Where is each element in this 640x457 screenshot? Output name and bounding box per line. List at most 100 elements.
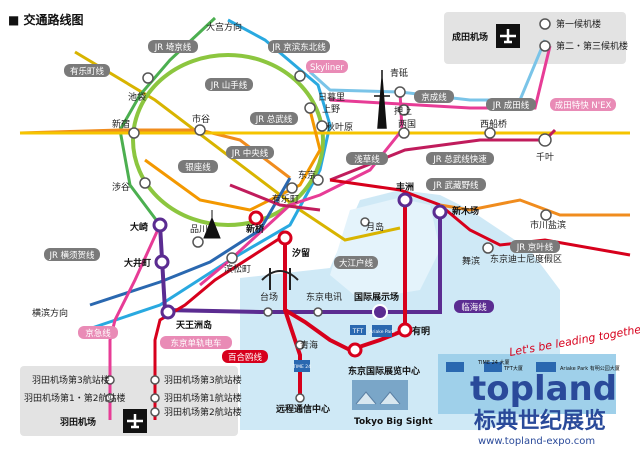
dot-shiodome[interactable] (277, 230, 293, 246)
harbor-island (330, 198, 440, 300)
dot-haneda-mono-t1[interactable] (150, 393, 160, 403)
pill-keisei: 京成线 (421, 92, 447, 103)
label-big-sight-station: 东京国际展览中心 (348, 365, 420, 377)
narita-plane-icon (496, 24, 520, 48)
dot-nishifunabashi[interactable] (484, 127, 496, 139)
dot-oimachi[interactable] (154, 254, 170, 270)
dot-ichikawa[interactable] (540, 209, 552, 221)
label-ariake: 有明 (412, 325, 430, 337)
label-shibuya: 涉谷 (112, 181, 130, 193)
dot-haneda-keikyu-t3[interactable] (105, 375, 115, 385)
ginza-line (144, 109, 322, 212)
dot-osaki[interactable] (152, 217, 168, 233)
pill-rinkai: 临海线 (461, 302, 487, 313)
dot-yurakucho[interactable] (286, 182, 298, 194)
label-narita-t1: 第一候机楼 (556, 18, 601, 30)
dot-shinbashi[interactable] (248, 210, 264, 226)
dot-telecom[interactable] (313, 307, 323, 317)
dot-haneda-keikyu-t12[interactable] (105, 393, 115, 403)
dot-ariake[interactable] (397, 322, 413, 338)
label-odaiba: 台场 (260, 291, 278, 303)
label-narita-t23: 第二・第三候机楼 (556, 40, 628, 52)
dot-telecom-center[interactable] (295, 393, 305, 403)
major-stations (152, 192, 448, 320)
dot-aoto[interactable] (394, 86, 406, 98)
label-shinagawa: 品川 (190, 224, 208, 235)
dot-toyosu[interactable] (397, 192, 413, 208)
label-haneda-mono-t1: 羽田机场第1航站楼 (164, 392, 242, 404)
dot-shinjuku[interactable] (128, 127, 140, 139)
label-nippori: 日暮里 (318, 91, 345, 103)
musashino-line (439, 198, 630, 217)
dot-ueno[interactable] (304, 102, 316, 114)
label-shinbashi: 新桥 (246, 223, 265, 235)
label-osaki: 大崎 (130, 221, 148, 233)
yamanote-loop (131, 53, 325, 227)
dot-haneda-mono-t3[interactable] (150, 375, 160, 385)
label-kokusai-tenjijo: 国际展示场 (354, 291, 399, 303)
pill-yurakucho: 有乐町线 (70, 66, 105, 77)
pill-yurikamome: 百合鸥线 (228, 352, 263, 363)
label-telecom: 东京电讯 (306, 291, 342, 303)
haneda-box (20, 366, 238, 436)
label-akihabara: 秋叶原 (326, 121, 353, 133)
dot-ichigaya[interactable] (194, 124, 206, 136)
pill-jr-saikyo: JR 埼京线 (154, 42, 192, 53)
label-ichigaya: 市谷 (192, 113, 210, 125)
yurikamome-line (283, 200, 407, 353)
label-hamamatsucho: 滨松町 (224, 263, 251, 275)
label-nishifunabashi: 西船桥 (480, 118, 507, 130)
pill-jr-chuo: JR 中央线 (231, 148, 269, 159)
pill-nex: 成田特快 N'EX (555, 100, 612, 111)
dot-ryogoku[interactable] (398, 127, 410, 139)
dot-kokusai-tenjijo[interactable] (372, 304, 388, 320)
label-yurakucho: 有乐町 (272, 193, 299, 205)
dot-tennozu[interactable] (160, 304, 176, 320)
station-labels: 大宫方向 池袋 新宿 市谷 涉谷 日暮里 上野 秋叶原 青砥 押上 两国 西船桥… (32, 21, 566, 415)
label-haneda-airport: 羽田机场 (60, 416, 96, 428)
dot-tokyo[interactable] (312, 174, 324, 186)
dot-big-sight[interactable] (347, 342, 363, 358)
dot-shinagawa[interactable] (192, 236, 204, 248)
label-tennozu: 天王洲岛 (176, 319, 212, 331)
dot-shibuya[interactable] (139, 177, 151, 189)
dot-narita-t1[interactable] (539, 18, 551, 30)
dot-narita-t23[interactable] (539, 40, 551, 52)
oedo-line (229, 183, 321, 212)
label-shinkiba: 新木场 (452, 205, 479, 217)
dot-oshiage[interactable] (398, 104, 410, 116)
label-oshiage: 押上 (394, 105, 412, 117)
dot-ikebukuro[interactable] (142, 72, 154, 84)
badge-tft: TFT (352, 328, 364, 335)
pill-keikyu: 京急线 (85, 328, 111, 339)
label-telecom-center: 远程通信中心 (276, 403, 330, 415)
dot-tsukishima[interactable] (360, 217, 370, 227)
map-title: ■ 交通路线图 (8, 12, 84, 27)
label-ichikawa: 市川盐滨 (530, 219, 566, 231)
dot-shinkiba[interactable] (432, 204, 448, 220)
keikyu-line (108, 224, 162, 420)
station-dots (105, 18, 552, 417)
dot-chiba[interactable] (538, 133, 552, 147)
pill-oedo: 大江户线 (339, 258, 374, 269)
telecom-branch (283, 309, 302, 400)
label-chiba: 千叶 (536, 152, 554, 163)
haneda-plane-icon (123, 409, 147, 433)
dot-odaiba[interactable] (263, 307, 273, 317)
badge-ariake-park-big: Ariake Park 有明公园大厦 (560, 365, 620, 372)
dot-akihabara[interactable] (316, 120, 328, 132)
dot-aomi[interactable] (295, 340, 305, 350)
dot-maihama[interactable] (482, 242, 494, 254)
buildings-panel (438, 354, 616, 414)
yurakucho-line (74, 50, 401, 242)
dot-hamamatsucho[interactable] (226, 252, 238, 264)
pill-monorail: 东京单轨电车 (170, 338, 221, 349)
label-haneda-mono-t2: 羽田机场第2航站楼 (164, 406, 242, 418)
badge-time24: TIME 24 (292, 364, 311, 370)
dot-haneda-mono-t2[interactable] (150, 407, 160, 417)
label-maihama: 舞滨 (462, 255, 480, 267)
dot-nippori[interactable] (294, 70, 306, 82)
label-tsukishima: 月岛 (366, 221, 384, 233)
